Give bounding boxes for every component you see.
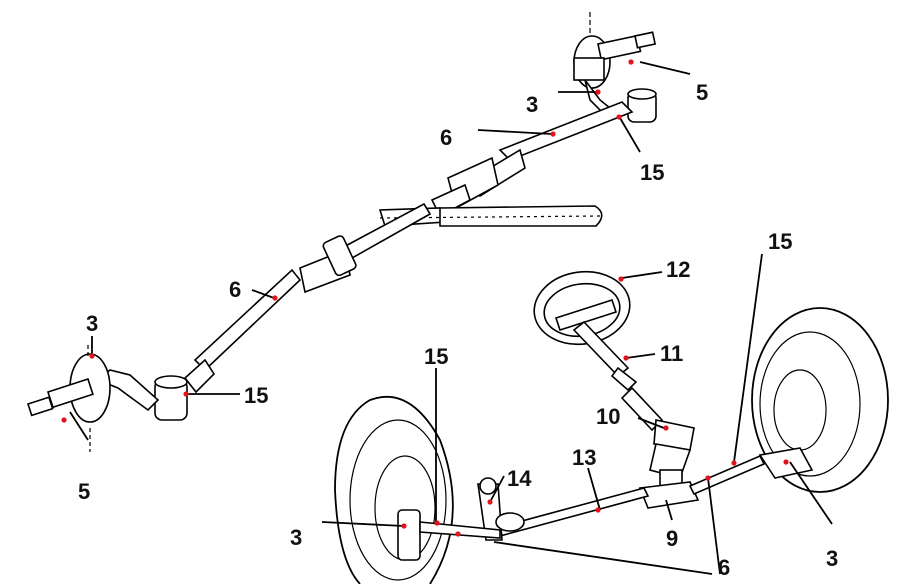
label-left-knuckle-arm: 3 — [86, 311, 98, 336]
label-left-ball-joint: 15 — [244, 383, 268, 408]
label-right-ball-joint: 15 — [768, 229, 792, 254]
label-steering-wheel: 12 — [666, 257, 690, 282]
label-steering-gear: 10 — [596, 404, 620, 429]
label-upper-spindle: 5 — [696, 80, 708, 105]
left-wheel — [334, 395, 454, 584]
upper-assembly — [26, 12, 657, 452]
right-wheel — [751, 307, 889, 493]
label-lower-right-knuckle-arm: 3 — [826, 546, 838, 571]
label-drag-link: 13 — [572, 445, 596, 470]
marker-dots — [61, 59, 789, 537]
label-left-spindle: 5 — [78, 479, 90, 504]
label-lower-track-rods: 6 — [718, 555, 730, 580]
label-upper-track-rod: 6 — [440, 125, 452, 150]
steering-gear — [649, 419, 695, 489]
left-ball-joint — [154, 375, 188, 421]
left-spindle — [26, 353, 111, 423]
lower-assembly — [334, 270, 889, 584]
label-pitman-arm: 9 — [666, 526, 678, 551]
label-upper-ball-joint: 15 — [640, 160, 664, 185]
label-idler-arm: 14 — [507, 466, 532, 491]
label-steering-column: 11 — [660, 341, 683, 366]
label-center-ball-joint: 15 — [424, 344, 448, 369]
callout-labels: 5 3 6 15 6 3 15 5 15 12 11 10 13 14 15 3… — [78, 80, 838, 580]
upper-track-rod-segment — [498, 101, 634, 161]
label-upper-knuckle-arm: 3 — [526, 92, 538, 117]
steering-wheel — [533, 270, 631, 378]
label-lower-left-knuckle-arm: 3 — [290, 525, 302, 550]
label-mid-track-rod: 6 — [229, 277, 241, 302]
upper-ball-joint — [627, 88, 657, 123]
leader-lines — [69, 61, 833, 575]
